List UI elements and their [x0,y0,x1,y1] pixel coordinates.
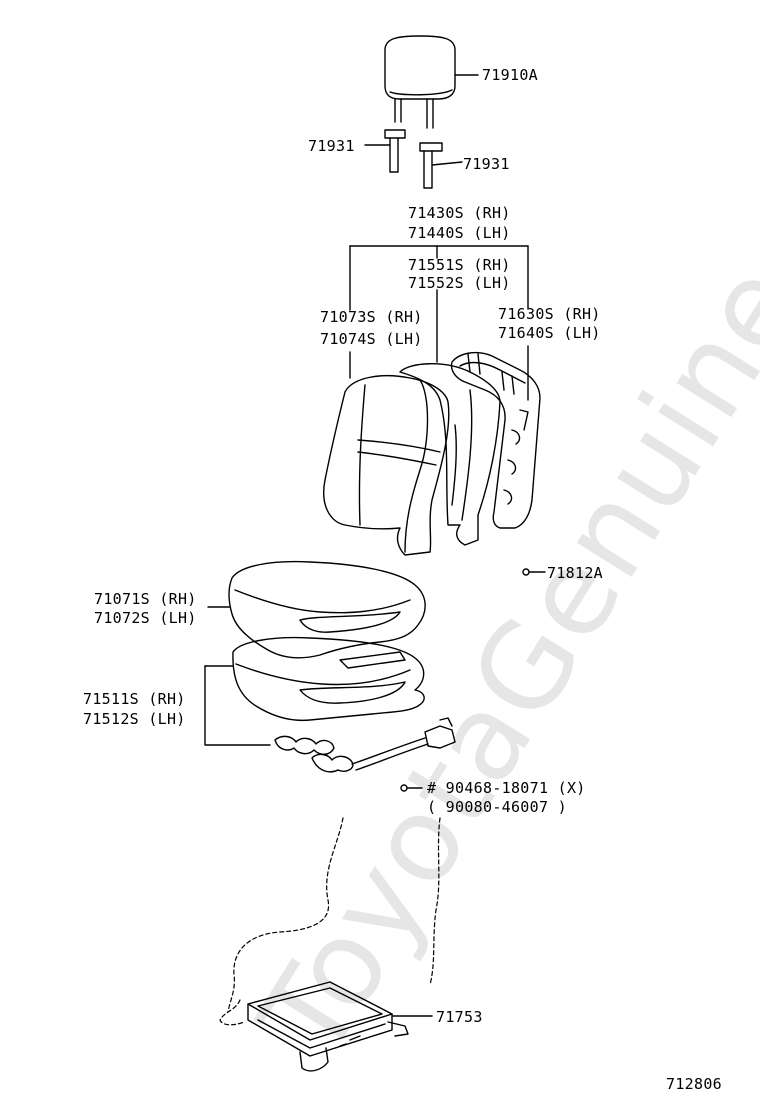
label-frame: 71753 [436,1008,483,1026]
bolt-drawing [400,784,423,792]
label-cushion-assy-rh: 71071S (RH) [94,590,197,608]
label-back-frame-rh: 71630S (RH) [498,305,601,323]
label-back-cover-lh: 71440S (LH) [408,224,511,242]
diagram-id: 712806 [666,1075,722,1093]
label-cushion-assy-lh: 71072S (LH) [94,609,197,627]
label-back-frame-lh: 71640S (LH) [498,324,601,342]
label-back-assy-lh: 71074S (LH) [320,330,423,348]
label-cushion-pad-lh: 71512S (LH) [83,710,186,728]
label-guide-right: 71931 [463,155,510,173]
label-headrest: 71910A [482,66,538,84]
clip-drawing [522,568,546,576]
label-bolt-a: # 90468-18071 (X) [427,779,586,797]
phantom-seat-outline [219,817,441,1026]
seat-back-pad-drawing [399,363,501,546]
seat-back-cover-drawing [323,375,450,556]
wire-harness-drawing [274,717,456,773]
label-back-pad-rh: 71551S (RH) [408,256,511,274]
headrest-guide-left-drawing [364,129,406,173]
label-back-assy-rh: 71073S (RH) [320,308,423,326]
seat-back-frame-drawing [450,351,541,529]
seat-cushion-cover-drawing [207,560,426,659]
seat-frame-drawing [247,981,433,1072]
headrest-drawing [384,35,479,129]
label-back-cover-rh: 71430S (RH) [408,204,511,222]
label-cushion-pad-rh: 71511S (RH) [83,690,186,708]
label-clip: 71812A [547,564,603,582]
label-bolt-b: ( 90080-46007 ) [427,798,567,816]
label-guide-left: 71931 [308,137,355,155]
seat-cushion-pad-drawing [204,636,425,746]
leader-lines-back [349,245,529,401]
label-back-pad-lh: 71552S (LH) [408,274,511,292]
headrest-guide-right-drawing [419,142,463,189]
